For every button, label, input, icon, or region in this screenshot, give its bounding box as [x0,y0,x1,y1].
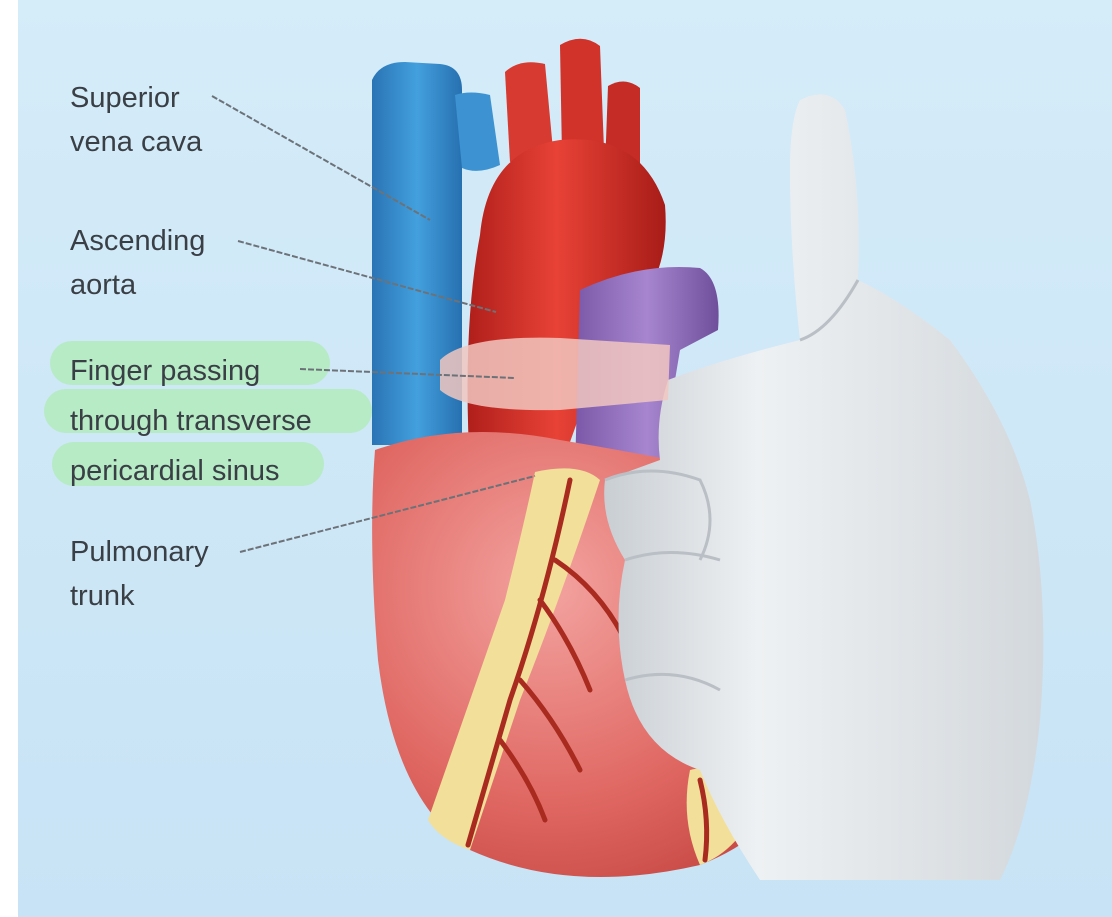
finger-in-transverse-sinus [440,338,670,410]
label-line: Finger passing [70,346,312,396]
label-line: Superior [70,76,202,120]
label-line: vena cava [70,120,202,164]
label-line: trunk [70,574,209,618]
label-line: Ascending [70,219,205,263]
label-line: pericardial sinus [70,446,312,496]
label-finger-passing: Finger passing through transverse perica… [70,346,312,496]
label-superior-vena-cava: Superior vena cava [70,76,202,164]
label-ascending-aorta: Ascending aorta [70,219,205,307]
label-line: Pulmonary [70,530,209,574]
label-pulmonary-trunk: Pulmonary trunk [70,530,209,618]
label-line: aorta [70,263,205,307]
label-line: through transverse [70,396,312,446]
